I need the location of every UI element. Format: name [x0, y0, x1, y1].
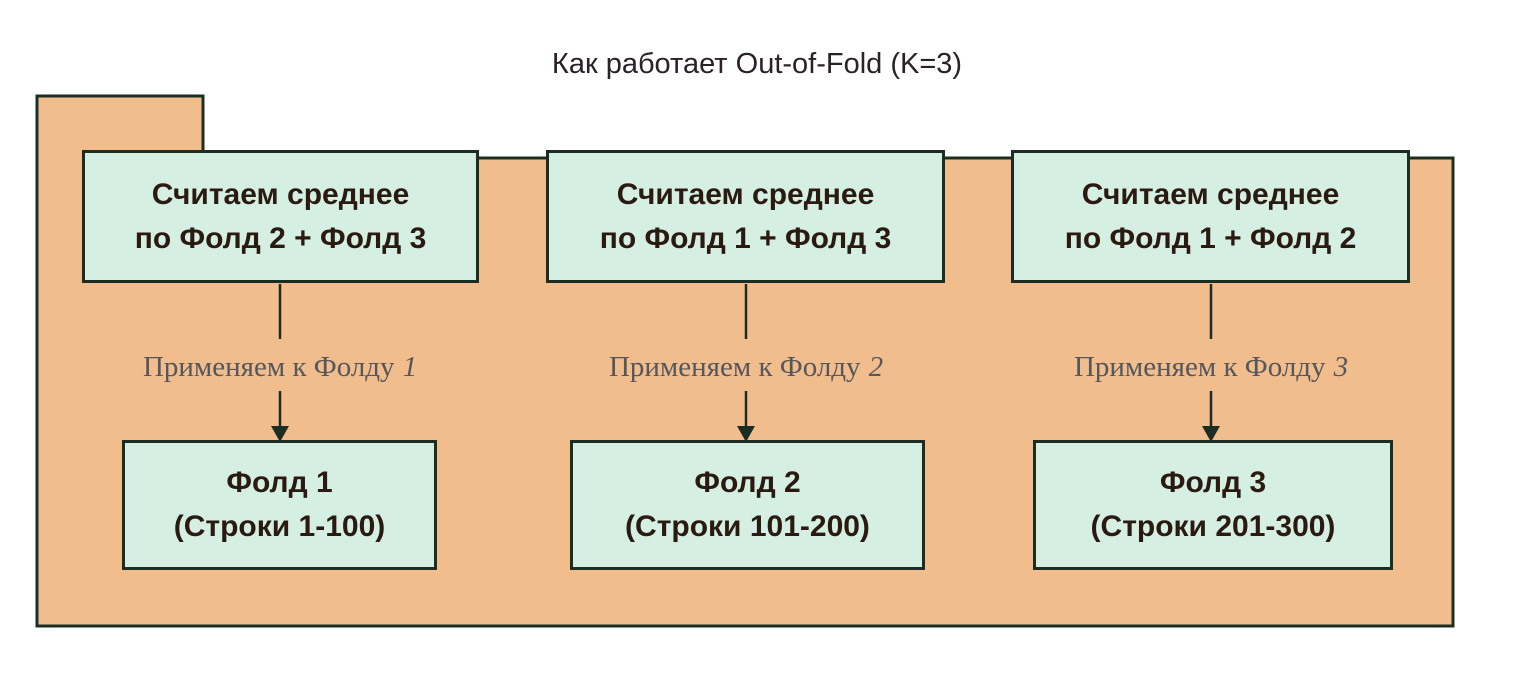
arrow-down-icon: [737, 426, 755, 442]
fold-box-line1: Фолд 3: [1159, 466, 1267, 499]
arrow-down-icon: [1202, 426, 1220, 442]
fold-box-fold3: Фолд 3 (Строки 201-300): [1033, 440, 1393, 570]
edge-label-text: Применяем к Фолду: [142, 351, 395, 383]
fold-box-fold1: Фолд 1 (Строки 1-100): [122, 440, 437, 570]
train-box-line1: Считаем среднее: [151, 177, 410, 211]
fold-box-line1: Фолд 2: [694, 466, 801, 499]
fold-box-line2: (Строки 101-200): [625, 510, 870, 543]
fold-box-line2: (Строки 1-100): [173, 510, 386, 543]
train-box-line2: по Фолд 1 + Фолд 3: [599, 221, 892, 255]
edge-label-number: 2: [868, 351, 884, 383]
train-box-fold1: Считаем среднее по Фолд 2 + Фолд 3: [82, 150, 479, 283]
fold-box-line1: Фолд 1: [226, 466, 333, 499]
edge-label-text: Применяем к Фолду: [608, 351, 861, 383]
train-box-fold2: Считаем среднее по Фолд 1 + Фолд 3: [546, 150, 945, 283]
edge-label-text: Применяем к Фолду: [1073, 351, 1326, 383]
edge-label-number: 1: [402, 351, 418, 383]
edge-label-number: 3: [1333, 351, 1349, 383]
diagram-title: Как работает Out-of-Fold (K=3): [551, 48, 963, 80]
fold-box-fold2: Фолд 2 (Строки 101-200): [570, 440, 925, 570]
fold-box-line2: (Строки 201-300): [1090, 510, 1336, 543]
train-box-line1: Считаем среднее: [616, 177, 875, 211]
train-box-line2: по Фолд 2 + Фолд 3: [134, 221, 427, 255]
train-box-fold3: Считаем среднее по Фолд 1 + Фолд 2: [1011, 150, 1410, 283]
train-box-line1: Считаем среднее: [1081, 177, 1340, 211]
train-box-line2: по Фолд 1 + Фолд 2: [1064, 221, 1357, 255]
arrow-down-icon: [271, 426, 289, 442]
